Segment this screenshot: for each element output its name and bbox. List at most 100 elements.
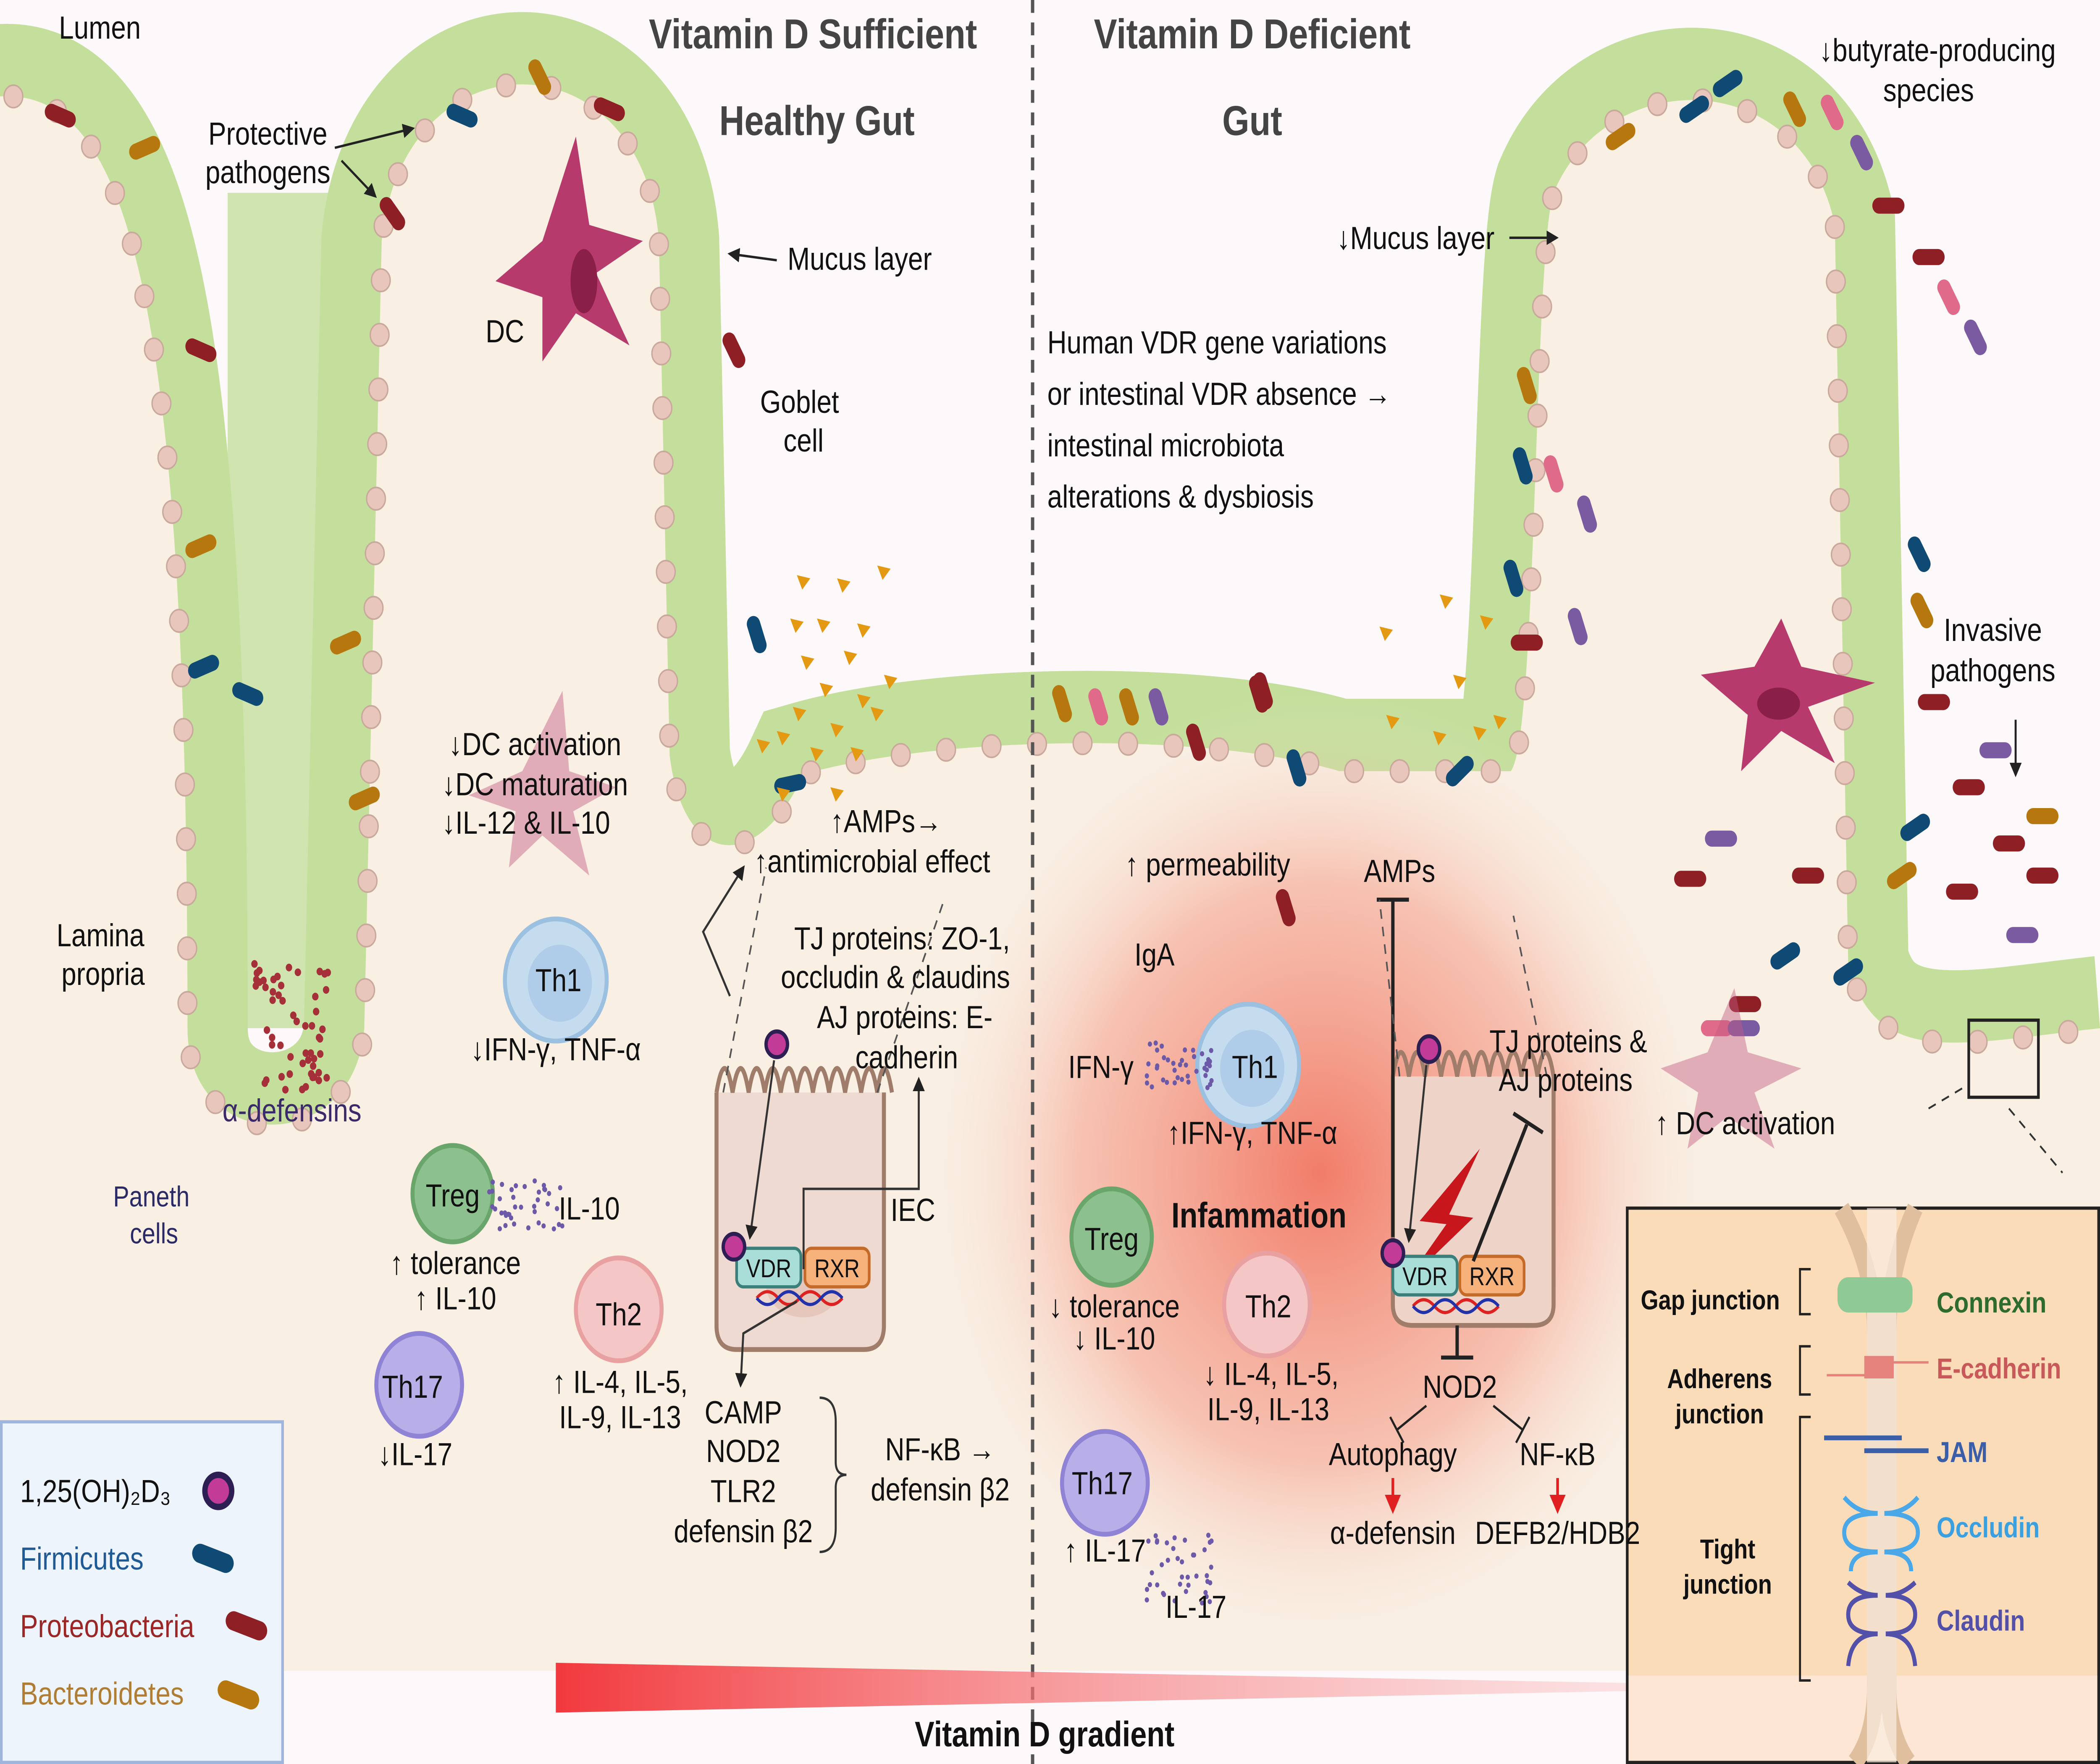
occludin-icon bbox=[1842, 1495, 1920, 1572]
bacterium-rod bbox=[1918, 694, 1950, 710]
alpha-defensin-granule bbox=[323, 986, 330, 994]
cytokine-dot bbox=[1208, 1539, 1212, 1545]
epithelial-nucleus bbox=[1878, 1016, 1899, 1040]
alpha-defensin-granule bbox=[287, 1053, 294, 1061]
bacterium-rod bbox=[1249, 675, 1269, 713]
label-nfkb: NF-κB → bbox=[885, 1431, 995, 1467]
cytokine-dot bbox=[556, 1222, 561, 1227]
amp-triangle-icon bbox=[857, 623, 871, 638]
label-protective-pathogens: pathogens bbox=[205, 154, 331, 190]
label-tolerance: ↑ IL-10 bbox=[415, 1280, 496, 1316]
epithelial-nucleus bbox=[355, 978, 375, 1003]
lightning-bolt-icon bbox=[1403, 1148, 1480, 1286]
label-dc: DC bbox=[486, 313, 524, 349]
amp-triangle-icon bbox=[857, 694, 871, 709]
cytokine-dot bbox=[1172, 1535, 1177, 1541]
epithelial-nucleus bbox=[1826, 269, 1846, 294]
alpha-defensin-granules bbox=[251, 960, 331, 1094]
cytokine-dot bbox=[1208, 1082, 1213, 1087]
cytokine-dot bbox=[1186, 1079, 1191, 1085]
amp-triangle-icon bbox=[1386, 715, 1400, 730]
epithelial-nucleus bbox=[363, 596, 384, 620]
epithelial-nucleus bbox=[2058, 1020, 2079, 1044]
cytokine-dot bbox=[1185, 1575, 1190, 1580]
alpha-defensin-granule bbox=[251, 960, 258, 968]
treg-cell-deficient bbox=[1069, 1186, 1154, 1288]
bacterium-rod bbox=[1186, 723, 1206, 761]
epithelial-nucleus bbox=[735, 830, 755, 854]
epithelial-nucleus bbox=[205, 1090, 226, 1114]
alpha-defensin-granule bbox=[270, 988, 276, 996]
label-th1-deficient: Th1 bbox=[1232, 1049, 1278, 1085]
label-dc-activation: ↑ DC activation bbox=[1655, 1105, 1835, 1141]
cytokine-dot bbox=[1155, 1047, 1160, 1053]
label-paneth-cells: Paneth bbox=[113, 1181, 189, 1213]
amp-triangle-icon bbox=[801, 655, 814, 670]
epithelial-nucleus bbox=[1837, 870, 1857, 895]
epithelial-nucleus bbox=[1847, 977, 1867, 1002]
alpha-defensin-granule bbox=[269, 1041, 276, 1049]
legend-label-proteobacteria: Proteobacteria bbox=[20, 1608, 194, 1644]
cytokine-dot bbox=[1209, 1048, 1213, 1053]
cytokine-dot bbox=[1155, 1539, 1159, 1545]
legend-label-firmicutes: Firmicutes bbox=[20, 1541, 144, 1577]
cytokine-dot bbox=[1180, 1076, 1184, 1082]
epithelial-nucleus bbox=[177, 991, 198, 1015]
epithelial-nucleus bbox=[1834, 706, 1854, 731]
cytokine-dot bbox=[1162, 1055, 1166, 1060]
alpha-defensin-granule bbox=[261, 1079, 268, 1087]
alpha-defensin-granule bbox=[324, 969, 331, 976]
epithelial-nucleus bbox=[361, 705, 381, 730]
label-tight-junction: Tight bbox=[1700, 1534, 1756, 1564]
cytokine-dot bbox=[503, 1210, 507, 1215]
cytokine-dot bbox=[543, 1187, 547, 1192]
label-vdr: VDR bbox=[746, 1254, 792, 1283]
epithelial-nucleus bbox=[362, 650, 383, 675]
epithelial-nucleus bbox=[1521, 567, 1541, 592]
cytokine-dot bbox=[514, 1183, 518, 1189]
epithelial-nucleus bbox=[1209, 737, 1229, 761]
epithelial-nucleus bbox=[247, 1111, 267, 1135]
epithelial-nucleus bbox=[1922, 1029, 1942, 1054]
epithelial-nucleus bbox=[1509, 730, 1529, 755]
bacterium-rod bbox=[1887, 862, 1917, 890]
cytokine-dot bbox=[1160, 1562, 1164, 1567]
label-jam: JAM bbox=[1937, 1436, 1987, 1468]
ecadherin-icon bbox=[1827, 1356, 1929, 1378]
label-tight-junction: junction bbox=[1683, 1569, 1772, 1600]
label-th2: Th2 bbox=[596, 1296, 642, 1332]
vdr-receptor bbox=[1391, 1255, 1459, 1297]
epithelial-nucleus bbox=[151, 391, 172, 416]
amp-triangle-icon bbox=[1439, 594, 1453, 609]
alpha-defensin-granule bbox=[305, 1056, 312, 1064]
cytokine-dot bbox=[1184, 1589, 1188, 1594]
alpha-defensin-granule bbox=[290, 1011, 297, 1019]
epithelial-nucleus bbox=[1967, 1029, 1988, 1054]
bacterium-rod bbox=[185, 534, 217, 558]
cytokine-dot bbox=[1180, 1574, 1184, 1580]
targets-brace bbox=[819, 1396, 847, 1553]
cytokine-dot bbox=[555, 1206, 559, 1211]
label-antimicrobial: ↑antimicrobial effect bbox=[754, 843, 990, 879]
legend-label-vitamin-d: 1,25(OH)₂D₃ bbox=[20, 1473, 171, 1509]
title-deficient: Vitamin D Deficient bbox=[1094, 11, 1411, 58]
epithelial-nucleus bbox=[122, 231, 142, 256]
bacterium-rod bbox=[1872, 197, 1905, 214]
label-ecadherin: E-cadherin bbox=[1937, 1353, 2061, 1385]
label-alpha-defensins: α-defensins bbox=[223, 1092, 362, 1128]
bacterium-rod bbox=[1503, 559, 1523, 597]
label-th17: Th17 bbox=[382, 1368, 443, 1404]
cytokine-dot bbox=[1191, 1047, 1195, 1053]
label-th2-effect: ↑ IL-4, IL-5, bbox=[552, 1364, 688, 1400]
alpha-defensin-granule bbox=[279, 997, 286, 1005]
cytokine-dot bbox=[511, 1194, 516, 1200]
cytokine-dot bbox=[547, 1191, 551, 1196]
alpha-defensin-granule bbox=[278, 982, 285, 990]
cytokine-dot bbox=[497, 1226, 502, 1231]
cytokine-dot bbox=[1204, 1594, 1209, 1599]
epithelial-nucleus bbox=[1163, 733, 1184, 758]
vitamin-d-gradient-bar bbox=[556, 1663, 1835, 1713]
cytokine-dot bbox=[1208, 1059, 1212, 1064]
bacterium-rod bbox=[1727, 1020, 1760, 1037]
dendritic-cell-healthy bbox=[495, 136, 643, 362]
